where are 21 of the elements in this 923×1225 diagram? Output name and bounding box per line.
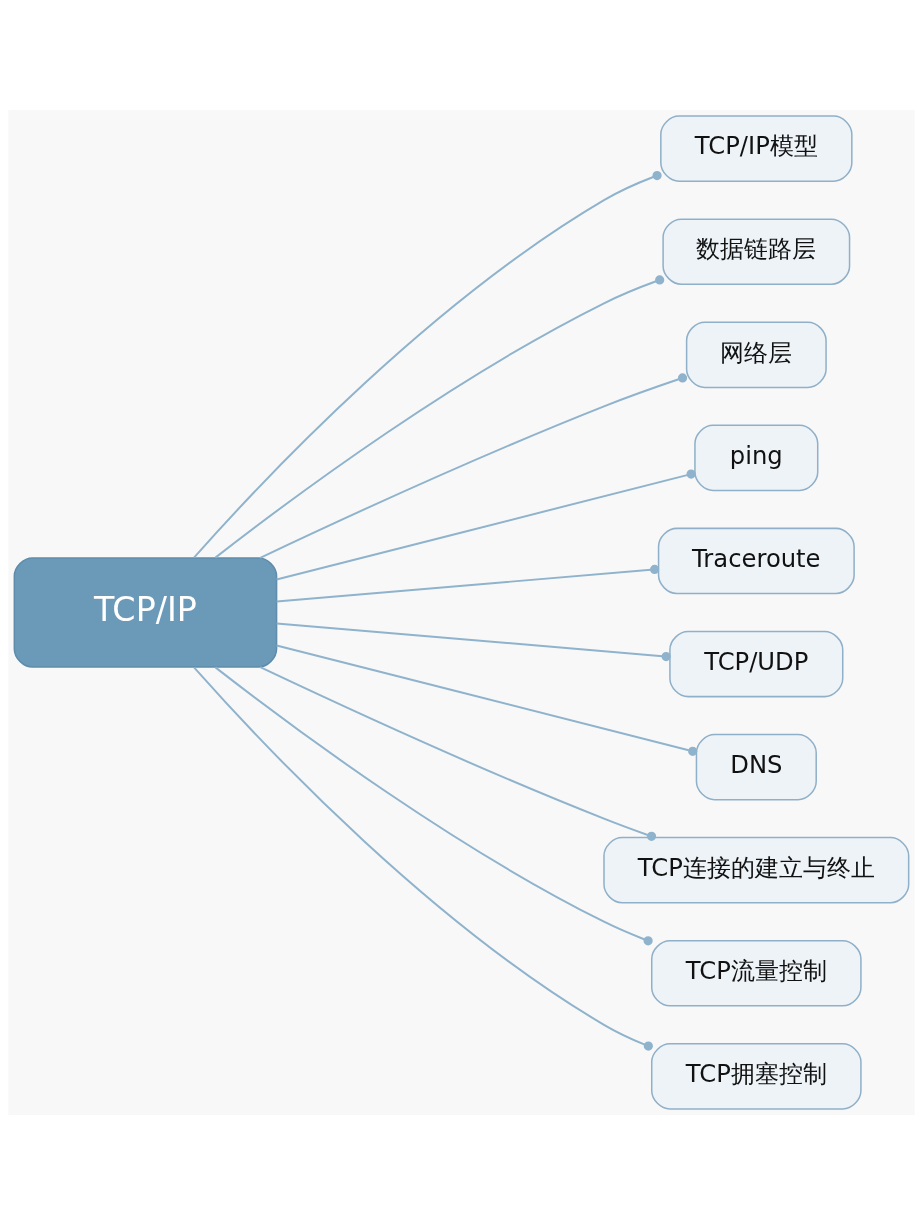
- node-box: Traceroute: [657, 527, 855, 595]
- connector: [275, 622, 671, 662]
- node-box: 网络层: [685, 321, 827, 389]
- connector: [275, 469, 696, 581]
- node-box: DNS: [695, 733, 817, 801]
- node-box: TCP/IP: [13, 557, 278, 668]
- node-box: TCP流量控制: [651, 939, 862, 1007]
- connector: [275, 644, 698, 756]
- connector: [193, 666, 653, 1051]
- connector: [193, 170, 662, 559]
- node-box: ping: [694, 424, 819, 492]
- connector: [214, 275, 665, 559]
- connector: [214, 666, 653, 946]
- node-box: TCP拥塞控制: [651, 1043, 862, 1110]
- connector: [259, 666, 657, 841]
- node-box: TCP/IP模型: [660, 115, 853, 182]
- connector: [275, 564, 660, 603]
- node-box: 数据链路层: [662, 218, 851, 286]
- node-box: TCP/UDP: [669, 630, 844, 698]
- node-box: TCP连接的建立与终止: [603, 836, 910, 904]
- connector: [259, 373, 688, 559]
